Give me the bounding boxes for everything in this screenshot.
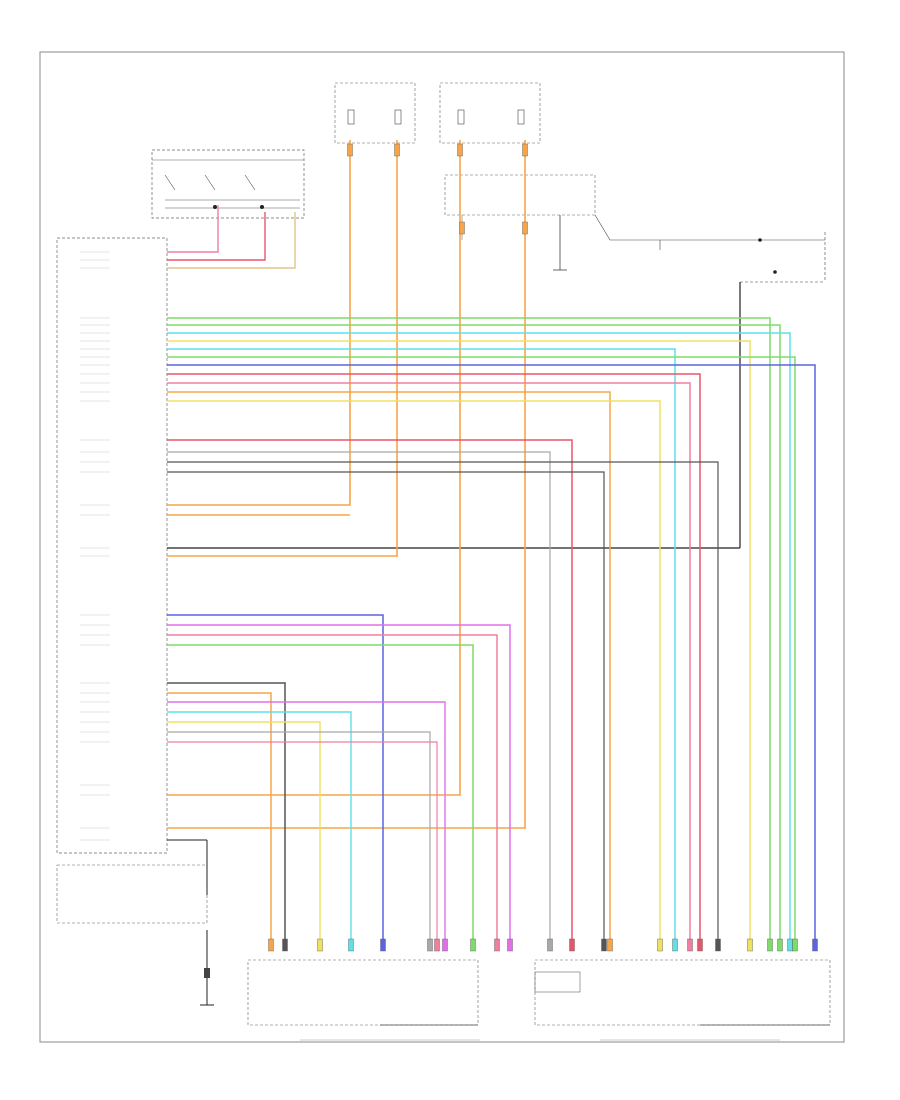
- wire-mid: [167, 317, 771, 945]
- wire-mid: [167, 340, 751, 945]
- bottom-components: [247, 959, 831, 1026]
- top-connector: [457, 143, 463, 157]
- bottom-connector: [747, 938, 753, 952]
- bottom-connector: [268, 938, 274, 952]
- connector-group: [268, 143, 818, 952]
- top-connector: [459, 221, 465, 235]
- pin-label-group: [80, 251, 110, 841]
- bottom-connector: [434, 938, 440, 952]
- wire-dark-gray: [167, 682, 286, 945]
- wire-mid: [167, 332, 791, 945]
- wire-mid: [167, 364, 816, 945]
- bottom-connector: [787, 938, 793, 952]
- wire-orange: [167, 140, 398, 557]
- top-left-switch-block: [151, 149, 305, 219]
- top-connector: [522, 221, 528, 235]
- bottom-connector: [672, 938, 678, 952]
- wire-dark-gray: [167, 471, 605, 945]
- wire-mid: [167, 391, 611, 945]
- bottom-connector: [715, 938, 721, 952]
- wire-group: [167, 140, 816, 945]
- fuse-block-left: [334, 82, 416, 144]
- wire-tan: [167, 212, 296, 269]
- wire-magenta: [167, 624, 511, 945]
- bottom-connector: [777, 938, 783, 952]
- bottom-connector: [569, 938, 575, 952]
- outer-frame: [39, 51, 845, 1043]
- wire-mid: [167, 373, 701, 945]
- wire-blue: [167, 614, 384, 945]
- bottom-connector: [812, 938, 818, 952]
- wire-mid: [167, 348, 676, 945]
- bottom-connector: [792, 938, 798, 952]
- bottom-connector: [687, 938, 693, 952]
- ground-block: [56, 839, 214, 1006]
- bottom-connector: [607, 938, 613, 952]
- bottom-connector: [507, 938, 513, 952]
- bottom-connector: [442, 938, 448, 952]
- wire-orange: [167, 692, 272, 945]
- bottom-connector: [427, 938, 433, 952]
- top-connector: [347, 143, 353, 157]
- ignition-block: [167, 282, 741, 549]
- wire-red: [167, 212, 266, 261]
- wire-pink: [167, 205, 219, 253]
- bottom-connector: [767, 938, 773, 952]
- wire-dark-gray: [167, 461, 719, 945]
- wire-pink: [167, 634, 498, 945]
- bottom-connector: [380, 938, 386, 952]
- wire-magenta: [167, 701, 446, 945]
- bottom-connector: [697, 938, 703, 952]
- wire-yellow: [167, 721, 321, 945]
- bottom-connector: [348, 938, 354, 952]
- bottom-connector: [601, 938, 607, 952]
- top-connector: [394, 143, 400, 157]
- wire-mid: [167, 356, 796, 945]
- wire-orange: [167, 140, 526, 829]
- wire-pink: [167, 741, 438, 945]
- relay-junction: [444, 174, 826, 283]
- bottom-connector: [317, 938, 323, 952]
- wire-red: [167, 439, 573, 945]
- wire-green: [167, 644, 474, 945]
- bottom-connector: [494, 938, 500, 952]
- wire-orange: [167, 140, 351, 506]
- bottom-connector: [547, 938, 553, 952]
- wire-mid: [167, 382, 691, 945]
- wire-gray: [167, 451, 551, 945]
- wire-mid: [167, 324, 781, 945]
- wire-mid: [167, 400, 661, 945]
- wire-gray: [167, 731, 431, 945]
- fuse-block-right: [439, 82, 541, 144]
- bottom-connector: [657, 938, 663, 952]
- wire-cyan: [167, 711, 352, 945]
- control-module-box: [56, 237, 168, 854]
- bottom-connector: [282, 938, 288, 952]
- top-connector: [522, 143, 528, 157]
- bottom-connector: [470, 938, 476, 952]
- wire-orange: [167, 140, 461, 796]
